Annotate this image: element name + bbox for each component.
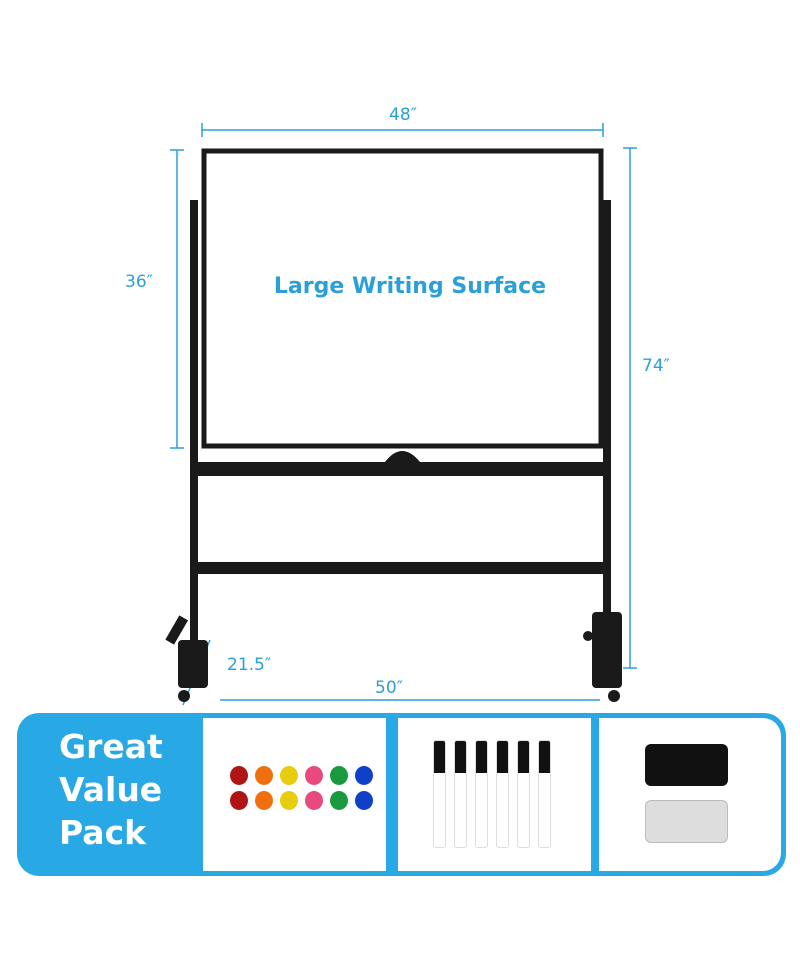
magnet [230, 766, 248, 785]
markers-cell [398, 718, 591, 871]
magnet [330, 766, 348, 785]
magnet [280, 791, 298, 810]
pack-label: Great Value Pack [59, 725, 163, 854]
magnet [255, 766, 273, 785]
magnet [355, 791, 373, 810]
magnets [230, 766, 374, 810]
magnet [305, 766, 323, 785]
marker [433, 740, 446, 848]
magnet [330, 791, 348, 810]
magnet [305, 791, 323, 810]
value-pack-banner: Great Value Pack [17, 713, 786, 876]
marker [496, 740, 509, 848]
magnet [255, 791, 273, 810]
depth-label: 21.5″ [227, 655, 272, 675]
magnet [280, 766, 298, 785]
board-surface [201, 148, 604, 449]
pack-label-line: Pack [59, 813, 147, 852]
dimension-lines [170, 123, 637, 706]
pack-label-line: Value [59, 770, 163, 809]
eraser-holder [645, 800, 728, 843]
marker [475, 740, 488, 848]
eraser-cell [599, 718, 781, 871]
base-width-label: 50″ [375, 678, 403, 698]
magnet [230, 791, 248, 810]
magnet [355, 766, 373, 785]
total-height-label: 74″ [642, 356, 670, 376]
pack-label-line: Great [59, 727, 163, 766]
marker [538, 740, 551, 848]
eraser [645, 744, 728, 786]
markers [433, 740, 551, 848]
height-label: 36″ [125, 272, 153, 292]
stand-frame [165, 200, 622, 702]
width-label: 48″ [389, 105, 417, 125]
marker [454, 740, 467, 848]
board-headline: Large Writing Surface [273, 274, 547, 299]
marker [517, 740, 530, 848]
